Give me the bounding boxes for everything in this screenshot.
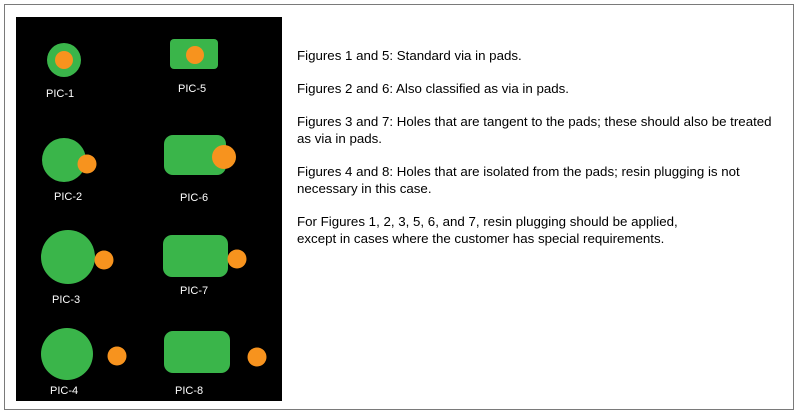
pic-1-figure: PIC-1 <box>46 43 81 100</box>
pic-8-label: PIC-8 <box>175 385 203 397</box>
description-text: Figures 1 and 5: Standard via in pads. F… <box>297 47 777 263</box>
pic-6-hole <box>212 145 236 169</box>
pic-8-figure: PIC-8 <box>164 331 267 397</box>
desc-resin-plugging-note: For Figures 1, 2, 3, 5, 6, and 7, resin … <box>297 213 777 247</box>
via-in-pad-diagram: PIC-1 PIC-5 PIC-2 PIC-6 <box>16 17 282 401</box>
pic-3-figure: PIC-3 <box>41 230 114 306</box>
pic-8-hole <box>247 347 267 367</box>
pic-7-pad <box>163 235 228 277</box>
pic-5-hole <box>186 46 204 64</box>
pic-6-label: PIC-6 <box>180 192 208 204</box>
diagram-canvas: PIC-1 PIC-5 PIC-2 PIC-6 <box>41 39 267 397</box>
pic-7-label: PIC-7 <box>180 285 208 297</box>
pic-1-label: PIC-1 <box>46 88 74 100</box>
desc-note-line-1: For Figures 1, 2, 3, 5, 6, and 7, resin … <box>297 214 678 229</box>
pic-2-label: PIC-2 <box>54 191 82 203</box>
pic-7-figure: PIC-7 <box>163 235 247 297</box>
desc-note-line-2: except in cases where the customer has s… <box>297 231 665 246</box>
desc-figures-4-8: Figures 4 and 8: Holes that are isolated… <box>297 164 740 196</box>
pic-5-label: PIC-5 <box>178 83 206 95</box>
pic-4-pad <box>41 328 93 380</box>
pic-3-pad <box>41 230 95 284</box>
pic-2-figure: PIC-2 <box>42 138 97 203</box>
pic-8-pad <box>164 331 230 373</box>
pic-4-label: PIC-4 <box>50 385 78 397</box>
pic-4-hole <box>107 346 127 366</box>
desc-figures-2-6: Figures 2 and 6: Also classified as via … <box>297 81 569 96</box>
pic-6-figure: PIC-6 <box>164 135 236 204</box>
figure-frame: PIC-1 PIC-5 PIC-2 PIC-6 <box>4 4 794 410</box>
pic-2-hole <box>77 154 97 174</box>
pic-2-pad <box>42 138 86 182</box>
pic-3-label: PIC-3 <box>52 294 80 306</box>
desc-figures-1-5: Figures 1 and 5: Standard via in pads. <box>297 48 522 63</box>
pic-7-hole <box>227 249 247 269</box>
pic-3-hole <box>94 250 114 270</box>
pic-1-hole <box>55 51 73 69</box>
pic-5-figure: PIC-5 <box>170 39 218 95</box>
desc-figures-3-7: Figures 3 and 7: Holes that are tangent … <box>297 114 772 146</box>
pic-4-figure: PIC-4 <box>41 328 127 397</box>
pic-6-pad <box>164 135 226 175</box>
